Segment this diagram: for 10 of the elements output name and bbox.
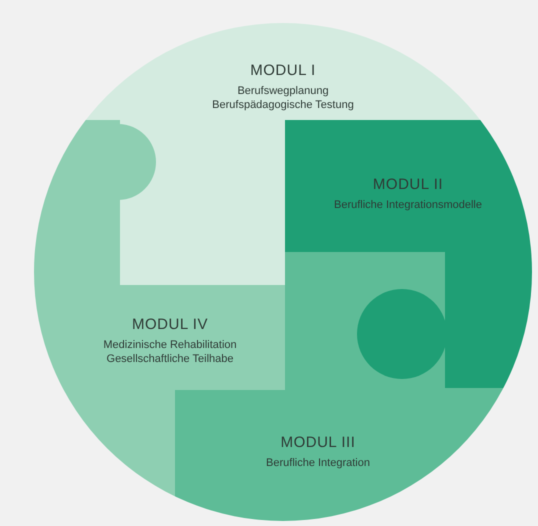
module-description: Berufspädagogische Testung bbox=[212, 98, 354, 112]
module-description: Berufliche Integrationsmodelle bbox=[334, 198, 482, 212]
module-description: Berufliche Integration bbox=[266, 456, 370, 470]
module-description: Medizinische Rehabilitation bbox=[103, 338, 237, 352]
module-title: MODUL III bbox=[280, 434, 356, 451]
module-description: Gesellschaftliche Teilhabe bbox=[106, 352, 234, 366]
module-description: Berufswegplanung bbox=[237, 84, 329, 98]
module-title: MODUL II bbox=[372, 176, 444, 193]
module-title: MODUL IV bbox=[132, 316, 208, 333]
module-title: MODUL I bbox=[250, 62, 316, 79]
